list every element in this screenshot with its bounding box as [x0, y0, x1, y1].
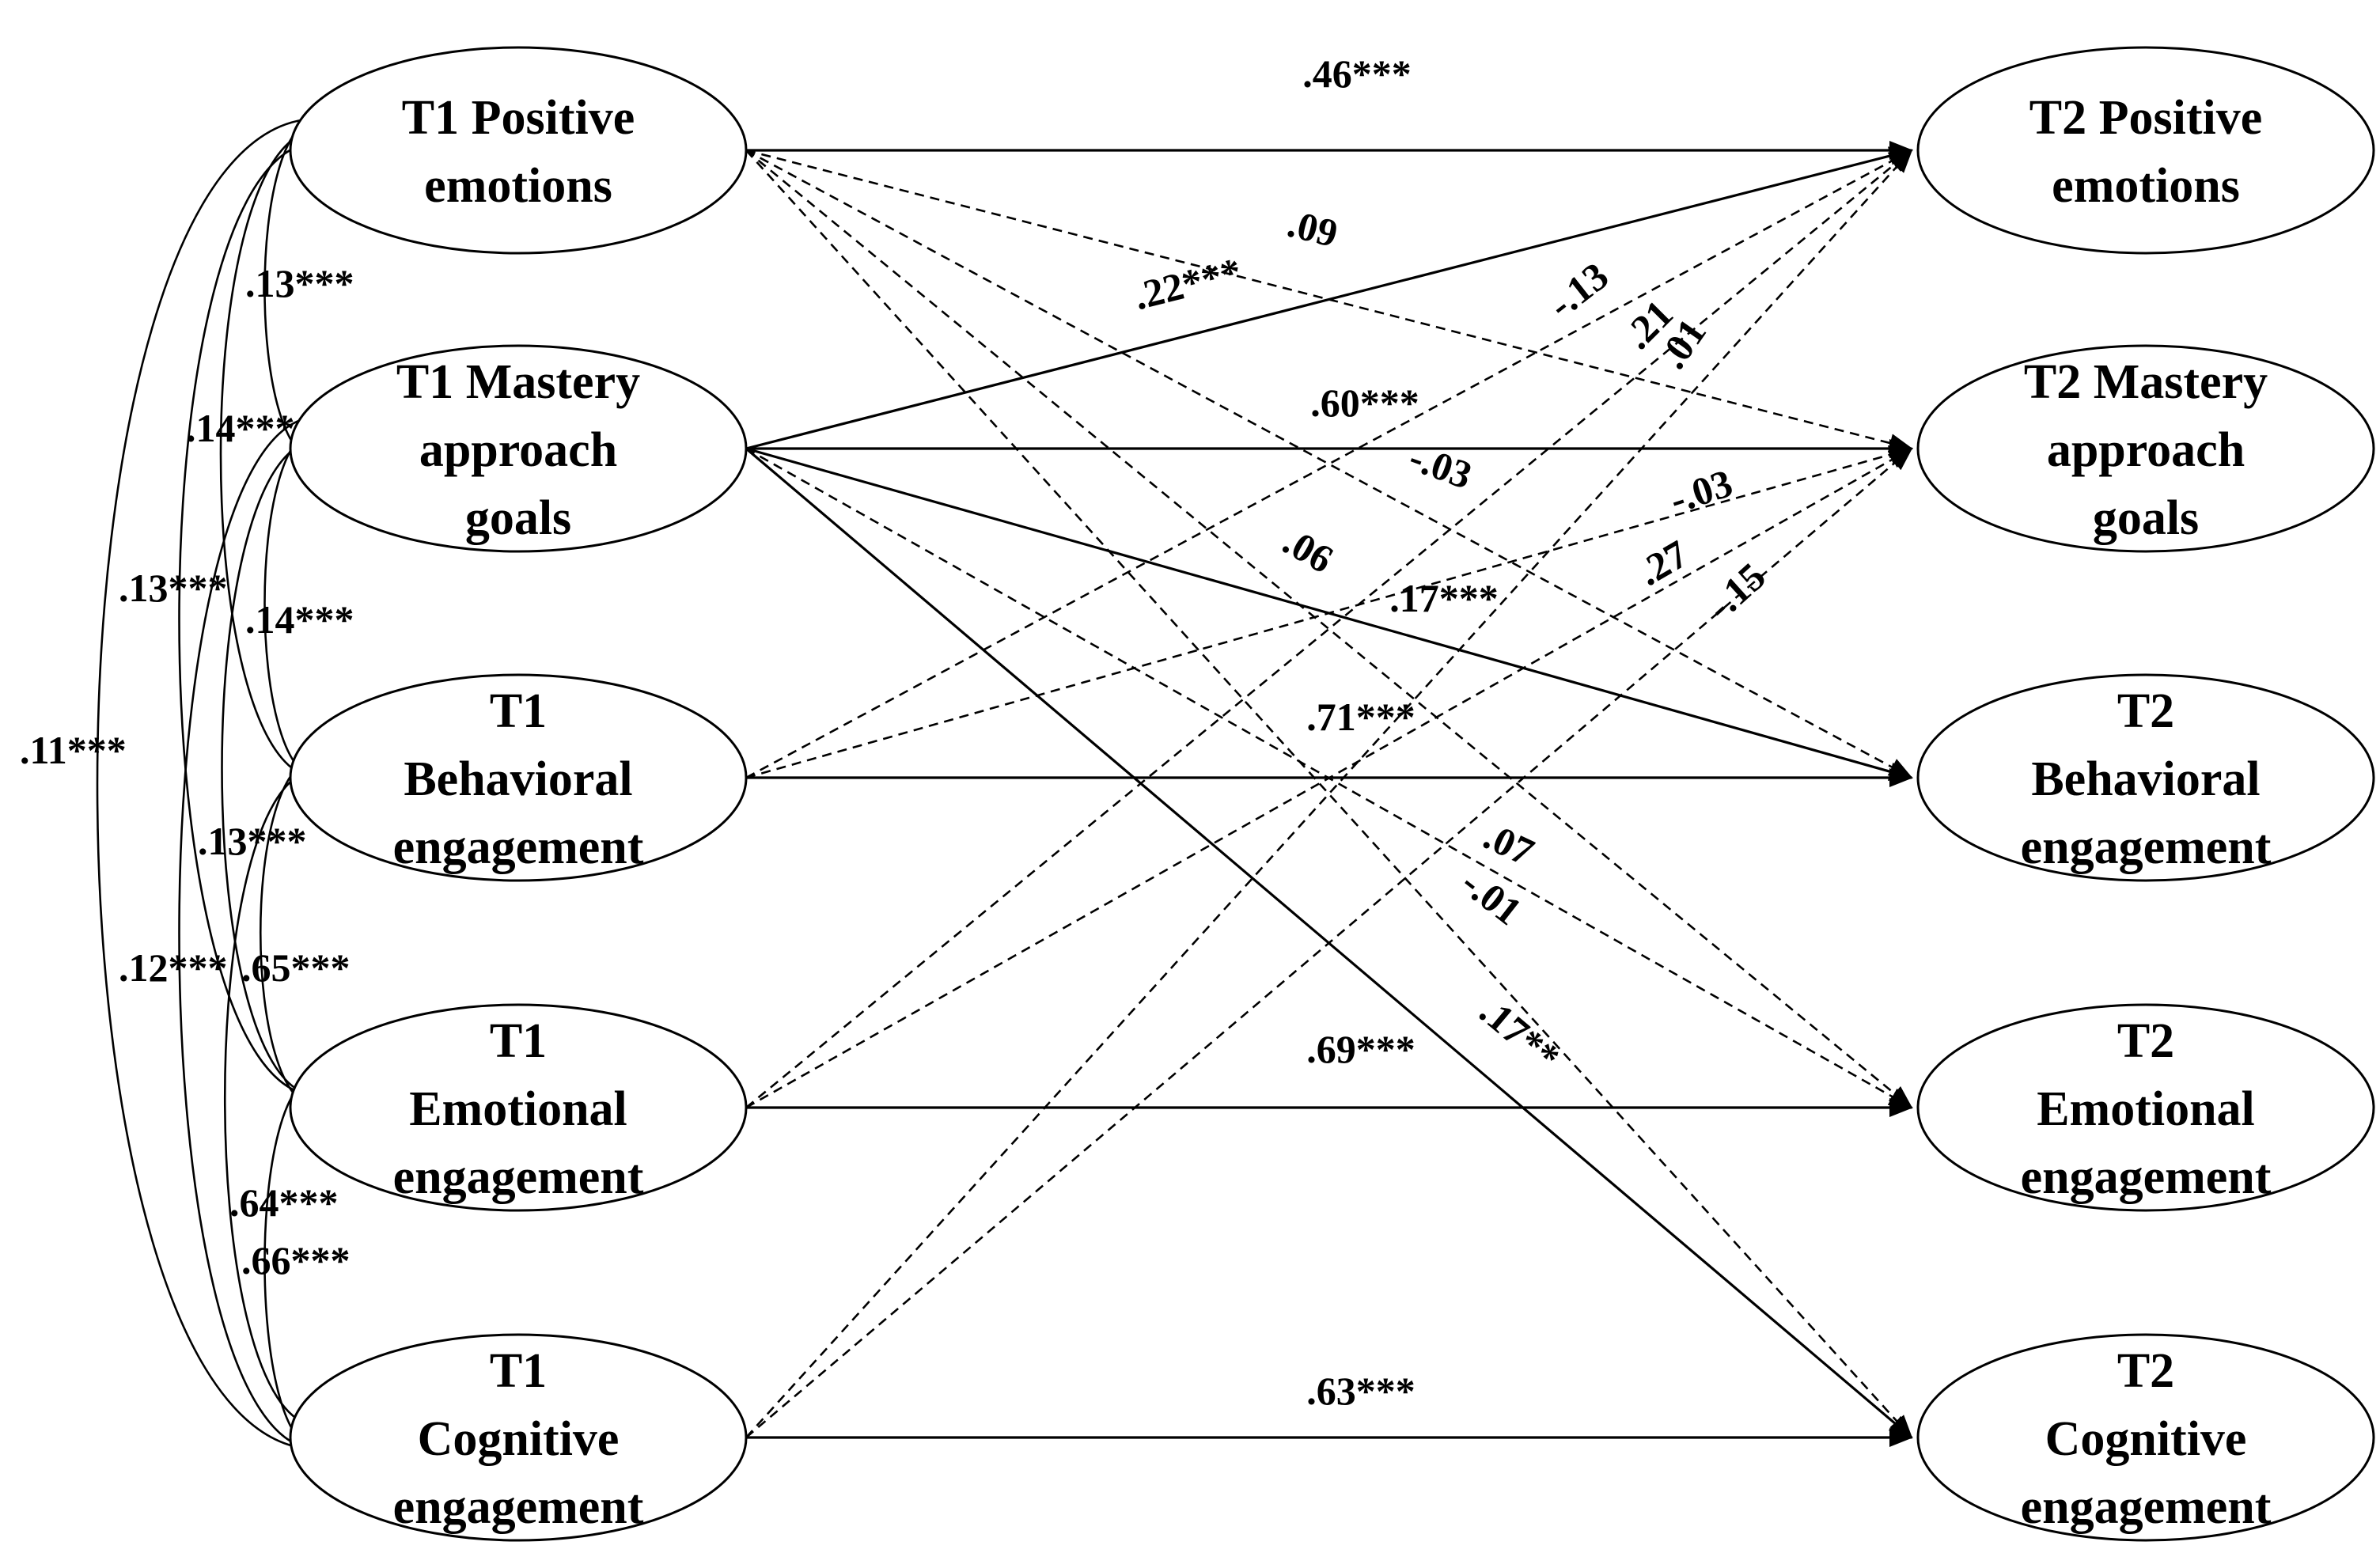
correlation-arc-t1-mastery-t1-emotional [221, 430, 341, 1105]
path-coefficient-label: -.03 [1664, 460, 1738, 522]
node-label-line: goals [465, 491, 571, 545]
node-ellipse [1916, 673, 2375, 882]
node-t2-positive: T2 Positive emotions [1916, 46, 2375, 255]
node-ellipse [289, 1333, 748, 1542]
node-label-line: Behavioral [404, 752, 632, 806]
node-label-line: engagement [393, 820, 644, 874]
node-label-line: T2 Positive [2029, 91, 2262, 145]
correlation-label: .66*** [241, 1238, 351, 1282]
node-t1-positive: T1 Positive emotions [289, 46, 748, 255]
node-label-line: Cognitive [418, 1412, 620, 1466]
path-arrow-t1-cognitive-to-t2-mastery [745, 447, 1913, 1438]
node-label-line: T1 [490, 684, 547, 738]
correlation-label: .14*** [245, 597, 354, 642]
node-label-line: T2 Mastery [2024, 355, 2268, 409]
node-ellipse [1916, 344, 2375, 553]
correlation-label: .13*** [245, 261, 354, 305]
correlation-layer [96, 108, 341, 1459]
correlation-label: .65*** [241, 945, 351, 990]
node-label-line: T2 [2117, 684, 2174, 738]
node-label-line: Emotional [2037, 1082, 2255, 1136]
path-coefficient-label: .09 [1283, 201, 1342, 256]
path-arrow-t1-behavioral-to-t2-mastery [745, 445, 1913, 779]
path-coefficient-label: .46*** [1302, 51, 1412, 96]
node-label-line: T1 Mastery [396, 355, 640, 409]
path-arrow-t1-positive-to-t2-emotional [745, 149, 1913, 1109]
node-t2-mastery: T2 Mastery approach goals [1916, 344, 2375, 553]
node-ellipse [289, 344, 748, 553]
node-label-line: engagement [2021, 1480, 2272, 1534]
node-label-line: Cognitive [2045, 1412, 2247, 1466]
correlation-arc-t1-behavioral-t1-cognitive [223, 759, 341, 1435]
path-arrow-t1-cognitive-to-t2-positive [745, 149, 1913, 1438]
node-label-line: engagement [393, 1150, 644, 1204]
node-ellipse [1916, 46, 2375, 255]
node-label-line: T1 Positive [402, 91, 635, 145]
correlation-label: .11*** [20, 728, 127, 772]
path-layer [745, 141, 1913, 1447]
node-label-line: T1 [490, 1014, 547, 1068]
path-coefficient-label: .71*** [1306, 695, 1415, 739]
node-ellipse [289, 673, 748, 882]
correlation-arc-t1-positive-t1-emotional [178, 132, 341, 1105]
node-label-line: goals [2093, 491, 2199, 545]
path-coefficient-label: .27 [1630, 531, 1695, 594]
node-label-line: Behavioral [2031, 752, 2260, 806]
path-arrow-t1-emotional-to-t2-mastery [745, 447, 1913, 1109]
correlation-label: .13*** [198, 819, 307, 863]
correlation-label: .64*** [229, 1180, 339, 1225]
node-label-line: engagement [2021, 1150, 2272, 1204]
node-label-line: Emotional [409, 1082, 627, 1136]
path-arrow-t1-positive-to-t2-cognitive [745, 150, 1913, 1439]
node-label-line: approach [2047, 423, 2245, 477]
node-ellipse [289, 46, 748, 255]
path-coefficient-label: .17*** [1389, 576, 1499, 620]
node-label-line: emotions [424, 159, 612, 213]
path-arrow-t1-emotional-to-t2-positive [745, 149, 1913, 1109]
node-label-line: engagement [393, 1480, 644, 1534]
node-ellipse [289, 1003, 748, 1212]
node-t1-mastery: T1 Mastery approach goals [289, 344, 748, 553]
node-ellipse [1916, 1333, 2375, 1542]
path-coefficient-label: -.13 [1540, 253, 1616, 327]
node-label-line: T2 [2117, 1014, 2174, 1068]
path-coefficient-label: -.15 [1697, 554, 1773, 629]
correlation-arc-t1-mastery-t1-cognitive [178, 407, 341, 1459]
path-coefficient-label: .60*** [1310, 381, 1419, 425]
path-coefficient-label: -.03 [1404, 434, 1478, 498]
correlation-label: .12*** [119, 945, 228, 990]
node-label-line: emotions [2052, 159, 2240, 213]
node-label-line: engagement [2021, 820, 2272, 874]
correlation-label: .14*** [186, 406, 295, 450]
path-coefficient-label: .69*** [1306, 1027, 1415, 1071]
path-coefficient-label: .17** [1472, 988, 1568, 1079]
path-coefficient-label: .06 [1275, 518, 1340, 581]
path-coefficient-label: .63*** [1306, 1369, 1415, 1413]
correlation-label: .13*** [119, 566, 228, 610]
coefficient-label-layer: .13*** .14*** .13*** .11*** .14*** .13*** .12*… [20, 51, 1774, 1413]
node-label-line: approach [419, 423, 617, 477]
path-arrow-t1-mastery-to-t2-positive [745, 146, 1913, 450]
node-layer: T1 Positive emotions T1 Mastery approach goa… [289, 46, 2375, 1542]
path-coefficient-label: .22*** [1129, 249, 1245, 319]
node-ellipse [1916, 1003, 2375, 1212]
correlation-arc-t1-positive-t1-cognitive [96, 108, 341, 1459]
node-label-line: T2 [2117, 1344, 2174, 1398]
node-label-line: T1 [490, 1344, 547, 1398]
